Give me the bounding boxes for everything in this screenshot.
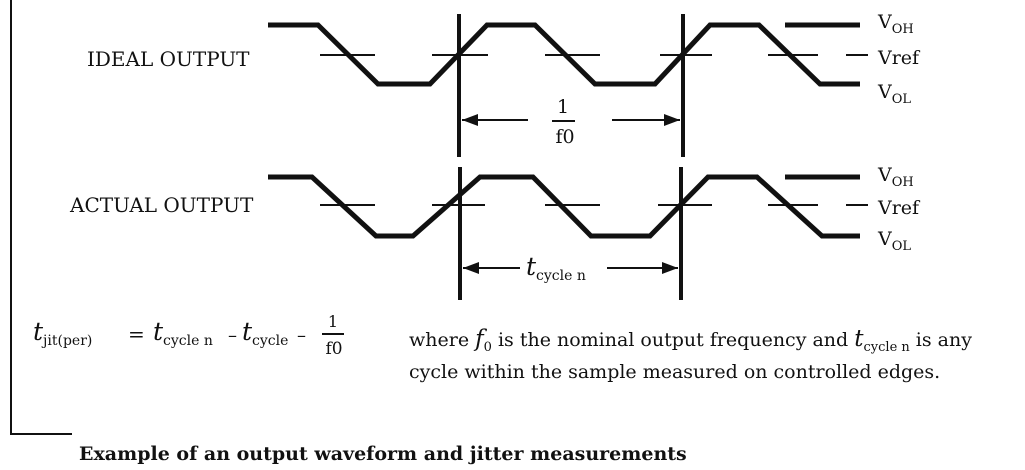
- actual-vref-label: Vref: [877, 197, 921, 219]
- svg-text:=: =: [128, 322, 145, 346]
- svg-text:–: –: [297, 325, 306, 346]
- formula-explanation: where f0 is the nominal output frequency…: [409, 326, 972, 383]
- svg-text:–: –: [228, 325, 237, 346]
- figure-caption: Example of an output waveform and jitter…: [79, 443, 687, 465]
- actual-period-label: tcycle n: [526, 252, 586, 284]
- svg-text:1: 1: [328, 312, 338, 331]
- ideal-output-label: IDEAL OUTPUT: [87, 47, 250, 71]
- actual-period-arrow: [463, 262, 678, 274]
- ideal-vol-label: VOL: [877, 81, 911, 107]
- ideal-voh-label: VOH: [877, 11, 914, 37]
- ideal-vref-label: Vref: [877, 47, 921, 69]
- ideal-period-denominator: f0: [555, 126, 574, 148]
- ideal-period-numerator: 1: [557, 96, 569, 118]
- svg-text:f0: f0: [325, 339, 342, 359]
- jitter-formula: tjit(per) = tcycle n – tcycle – 1 f0: [33, 312, 344, 359]
- figure-bracket: [10, 0, 72, 435]
- actual-output-label: ACTUAL OUTPUT: [69, 193, 254, 217]
- actual-voh-label: VOH: [877, 164, 914, 190]
- svg-text:tcycle n: tcycle n: [153, 317, 213, 349]
- svg-text:tcycle: tcycle: [242, 317, 288, 349]
- ideal-period-arrow: [462, 114, 680, 126]
- actual-vol-label: VOL: [877, 228, 911, 254]
- actual-waveform: [268, 174, 860, 239]
- svg-text:tjit(per): tjit(per): [33, 317, 92, 349]
